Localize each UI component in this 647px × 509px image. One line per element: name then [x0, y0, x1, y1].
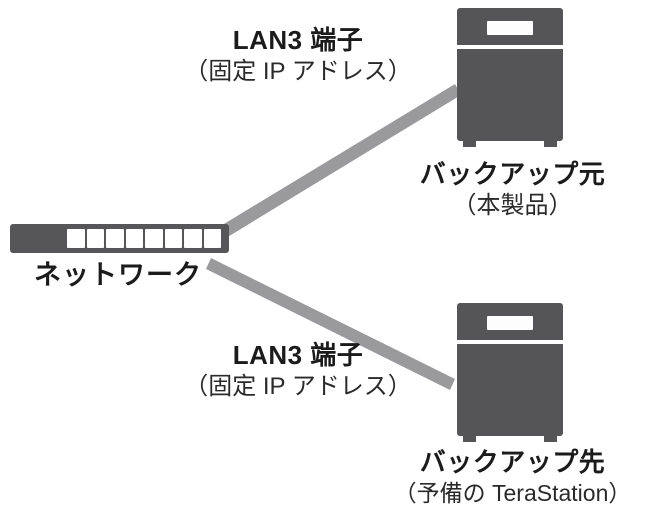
- label-lan3-port-top: LAN3 端子 （固定 IP アドレス）: [148, 24, 448, 87]
- nas-lower-panel: [457, 49, 563, 141]
- switch-port: [184, 229, 202, 248]
- network-switch: [10, 224, 229, 253]
- network-switch-title: ネットワーク: [34, 260, 202, 290]
- backup-target-device: [457, 303, 563, 442]
- nas-lower-panel: [457, 344, 563, 436]
- nas-drive-slot: [487, 21, 533, 35]
- connection-line-to-backup-target: [206, 258, 455, 390]
- lan3-port-note-bottom: （固定 IP アドレス）: [184, 372, 412, 400]
- nas-feet: [457, 436, 563, 442]
- nas-chassis: [457, 8, 563, 141]
- backup-target-subtitle: （予備の TeraStation）: [393, 479, 632, 506]
- backup-source-title: バックアップ元: [419, 159, 606, 189]
- backup-target-title: バックアップ先: [419, 447, 606, 477]
- nas-upper-panel: [457, 303, 563, 344]
- switch-port: [125, 229, 143, 248]
- switch-port: [164, 229, 182, 248]
- backup-source-device: [457, 8, 563, 147]
- switch-port-group: [67, 229, 221, 248]
- label-lan3-port-bottom: LAN3 端子 （固定 IP アドレス）: [148, 339, 448, 402]
- lan3-port-title-top: LAN3 端子: [232, 25, 364, 55]
- lan3-port-note-top: （固定 IP アドレス）: [184, 57, 412, 85]
- nas-drive-slot: [487, 316, 533, 330]
- nas-foot-right: [544, 141, 557, 147]
- nas-feet: [457, 141, 563, 147]
- label-network-switch: ネットワーク: [18, 258, 218, 292]
- switch-port: [106, 229, 124, 248]
- switch-port: [145, 229, 163, 248]
- switch-port: [86, 229, 104, 248]
- switch-port: [203, 229, 221, 248]
- connection-line-to-backup-source: [214, 84, 461, 241]
- nas-chassis: [457, 303, 563, 436]
- label-backup-source: バックアップ元 （本製品）: [385, 158, 640, 221]
- nas-foot-right: [544, 436, 557, 442]
- lan3-port-title-bottom: LAN3 端子: [232, 340, 364, 370]
- label-backup-target: バックアップ先 （予備の TeraStation）: [378, 446, 647, 508]
- nas-foot-left: [463, 141, 476, 147]
- switch-port: [67, 229, 85, 248]
- backup-source-subtitle: （本製品）: [452, 191, 573, 219]
- nas-foot-left: [463, 436, 476, 442]
- nas-upper-panel: [457, 8, 563, 49]
